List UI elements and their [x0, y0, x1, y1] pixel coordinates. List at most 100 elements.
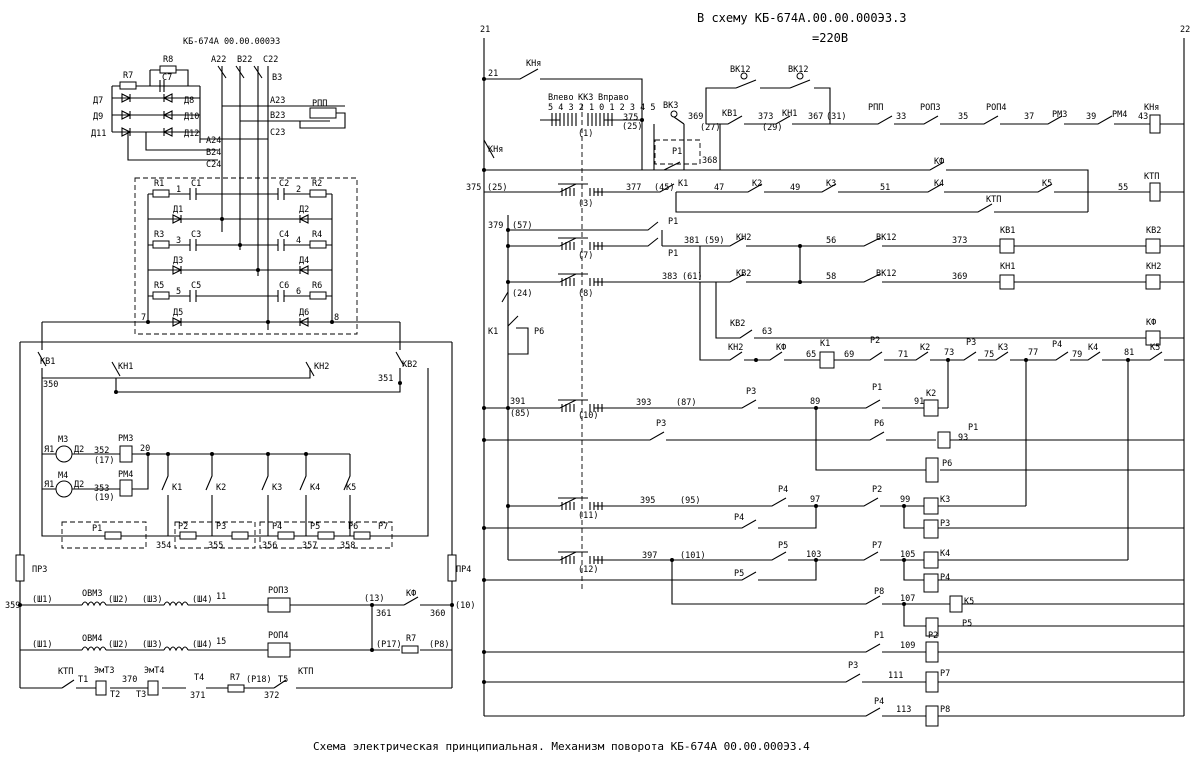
- bus-left-label: 21: [480, 25, 490, 35]
- svg-text:С2: С2: [279, 179, 289, 189]
- svg-text:109: 109: [900, 641, 915, 651]
- svg-text:(24): (24): [512, 289, 532, 299]
- svg-text:Р1: Р1: [668, 249, 678, 259]
- svg-text:КВ2: КВ2: [736, 269, 751, 279]
- svg-text:Д11: Д11: [91, 129, 106, 139]
- svg-text:(7): (7): [578, 251, 593, 261]
- svg-text:РМ4: РМ4: [118, 470, 133, 480]
- svg-text:357: 357: [302, 541, 317, 551]
- svg-text:(11): (11): [578, 511, 598, 521]
- svg-text:КФ: КФ: [776, 343, 786, 353]
- svg-text:ОВМ3: ОВМ3: [82, 589, 102, 599]
- svg-text:Р1: Р1: [668, 217, 678, 227]
- svg-text:5 4 3 2 1 0 1 2 3 4 5: 5 4 3 2 1 0 1 2 3 4 5: [548, 103, 655, 113]
- svg-text:В3: В3: [272, 73, 282, 83]
- svg-text:С4: С4: [279, 230, 289, 240]
- svg-text:58: 58: [826, 272, 836, 282]
- svg-text:39: 39: [1086, 112, 1096, 122]
- svg-text:360: 360: [430, 609, 445, 619]
- svg-text:373: 373: [952, 236, 967, 246]
- svg-text:11: 11: [216, 592, 226, 602]
- svg-text:Р6: Р6: [874, 419, 884, 429]
- svg-text:РПП: РПП: [312, 99, 327, 109]
- svg-text:Д4: Д4: [299, 256, 309, 266]
- svg-text:Д5: Д5: [173, 308, 183, 318]
- svg-text:55: 55: [1118, 183, 1128, 193]
- svg-text:ЭмТ3: ЭмТ3: [94, 666, 114, 676]
- svg-text:Р4: Р4: [1052, 340, 1062, 350]
- svg-text:КФ: КФ: [406, 589, 416, 599]
- svg-text:71: 71: [898, 350, 908, 360]
- svg-text:С5: С5: [191, 281, 201, 291]
- svg-text:(27): (27): [700, 123, 720, 133]
- svg-text:Вправо: Вправо: [598, 93, 629, 103]
- svg-text:(Ш3): (Ш3): [142, 640, 162, 650]
- svg-text:К5: К5: [1150, 343, 1160, 353]
- svg-text:С23: С23: [270, 128, 285, 138]
- svg-text:Р3: Р3: [656, 419, 666, 429]
- svg-text:С3: С3: [191, 230, 201, 240]
- svg-text:С7: С7: [162, 73, 172, 83]
- svg-text:В24: В24: [206, 148, 221, 158]
- svg-text:R4: R4: [312, 230, 322, 240]
- svg-text:Р8: Р8: [940, 705, 950, 715]
- svg-text:(25): (25): [487, 183, 507, 193]
- svg-text:43: 43: [1138, 112, 1148, 122]
- svg-text:371: 371: [190, 691, 205, 701]
- svg-text:Т1: Т1: [78, 675, 88, 685]
- svg-text:КН2: КН2: [728, 343, 743, 353]
- svg-text:Д9: Д9: [93, 112, 103, 122]
- svg-text:397: 397: [642, 551, 657, 561]
- svg-text:(Ш2): (Ш2): [108, 595, 128, 605]
- svg-text:89: 89: [810, 397, 820, 407]
- svg-text:ПР4: ПР4: [456, 565, 471, 575]
- svg-text:А23: А23: [270, 96, 285, 106]
- svg-text:5: 5: [176, 287, 181, 297]
- svg-text:КФ: КФ: [1146, 318, 1156, 328]
- svg-text:113: 113: [896, 705, 911, 715]
- svg-text:20: 20: [140, 444, 150, 454]
- svg-text:Р7: Р7: [872, 541, 882, 551]
- svg-text:1: 1: [176, 185, 181, 195]
- svg-text:373: 373: [758, 112, 773, 122]
- svg-text:Р4: Р4: [874, 697, 884, 707]
- left-circuit: А22 В22 С22 В3 А23 В23 С23 А24 В24 С24 Р…: [5, 55, 475, 701]
- svg-text:393: 393: [636, 398, 651, 408]
- svg-text:Р5: Р5: [778, 541, 788, 551]
- right-reference: В схему КБ-674А.00.00.000Э3.3: [697, 11, 907, 25]
- svg-text:К4: К4: [1088, 343, 1098, 353]
- svg-text:R3: R3: [154, 230, 164, 240]
- svg-text:Д2: Д2: [299, 205, 309, 215]
- svg-text:2: 2: [296, 185, 301, 195]
- svg-text:354: 354: [156, 541, 171, 551]
- svg-text:79: 79: [1072, 350, 1082, 360]
- svg-text:Р3: Р3: [848, 661, 858, 671]
- svg-text:49: 49: [790, 183, 800, 193]
- svg-text:РПП: РПП: [868, 103, 883, 113]
- svg-text:(Р18): (Р18): [246, 675, 272, 685]
- svg-text:Р7: Р7: [378, 522, 388, 532]
- bus-right-label: 22: [1180, 25, 1190, 35]
- svg-text:КН2: КН2: [314, 362, 329, 372]
- svg-text:РМ3: РМ3: [118, 434, 133, 444]
- svg-text:Р2: Р2: [872, 485, 882, 495]
- svg-text:К1: К1: [172, 483, 182, 493]
- svg-text:372: 372: [264, 691, 279, 701]
- svg-text:КВ1: КВ1: [722, 109, 737, 119]
- svg-text:К1: К1: [678, 179, 688, 189]
- svg-text:К5: К5: [346, 483, 356, 493]
- svg-text:К3: К3: [826, 179, 836, 189]
- svg-text:81: 81: [1124, 348, 1134, 358]
- svg-text:Т4: Т4: [194, 673, 204, 683]
- svg-text:R6: R6: [312, 281, 322, 291]
- svg-text:КНя: КНя: [526, 59, 541, 69]
- svg-text:(57): (57): [512, 221, 532, 231]
- svg-text:(10): (10): [455, 601, 475, 611]
- svg-text:(3): (3): [578, 199, 593, 209]
- svg-text:КТП: КТП: [986, 195, 1001, 205]
- svg-text:368: 368: [702, 156, 717, 166]
- svg-text:(Ш4): (Ш4): [192, 595, 212, 605]
- svg-text:3: 3: [176, 236, 181, 246]
- svg-text:Р4: Р4: [778, 485, 788, 495]
- svg-text:369: 369: [688, 112, 703, 122]
